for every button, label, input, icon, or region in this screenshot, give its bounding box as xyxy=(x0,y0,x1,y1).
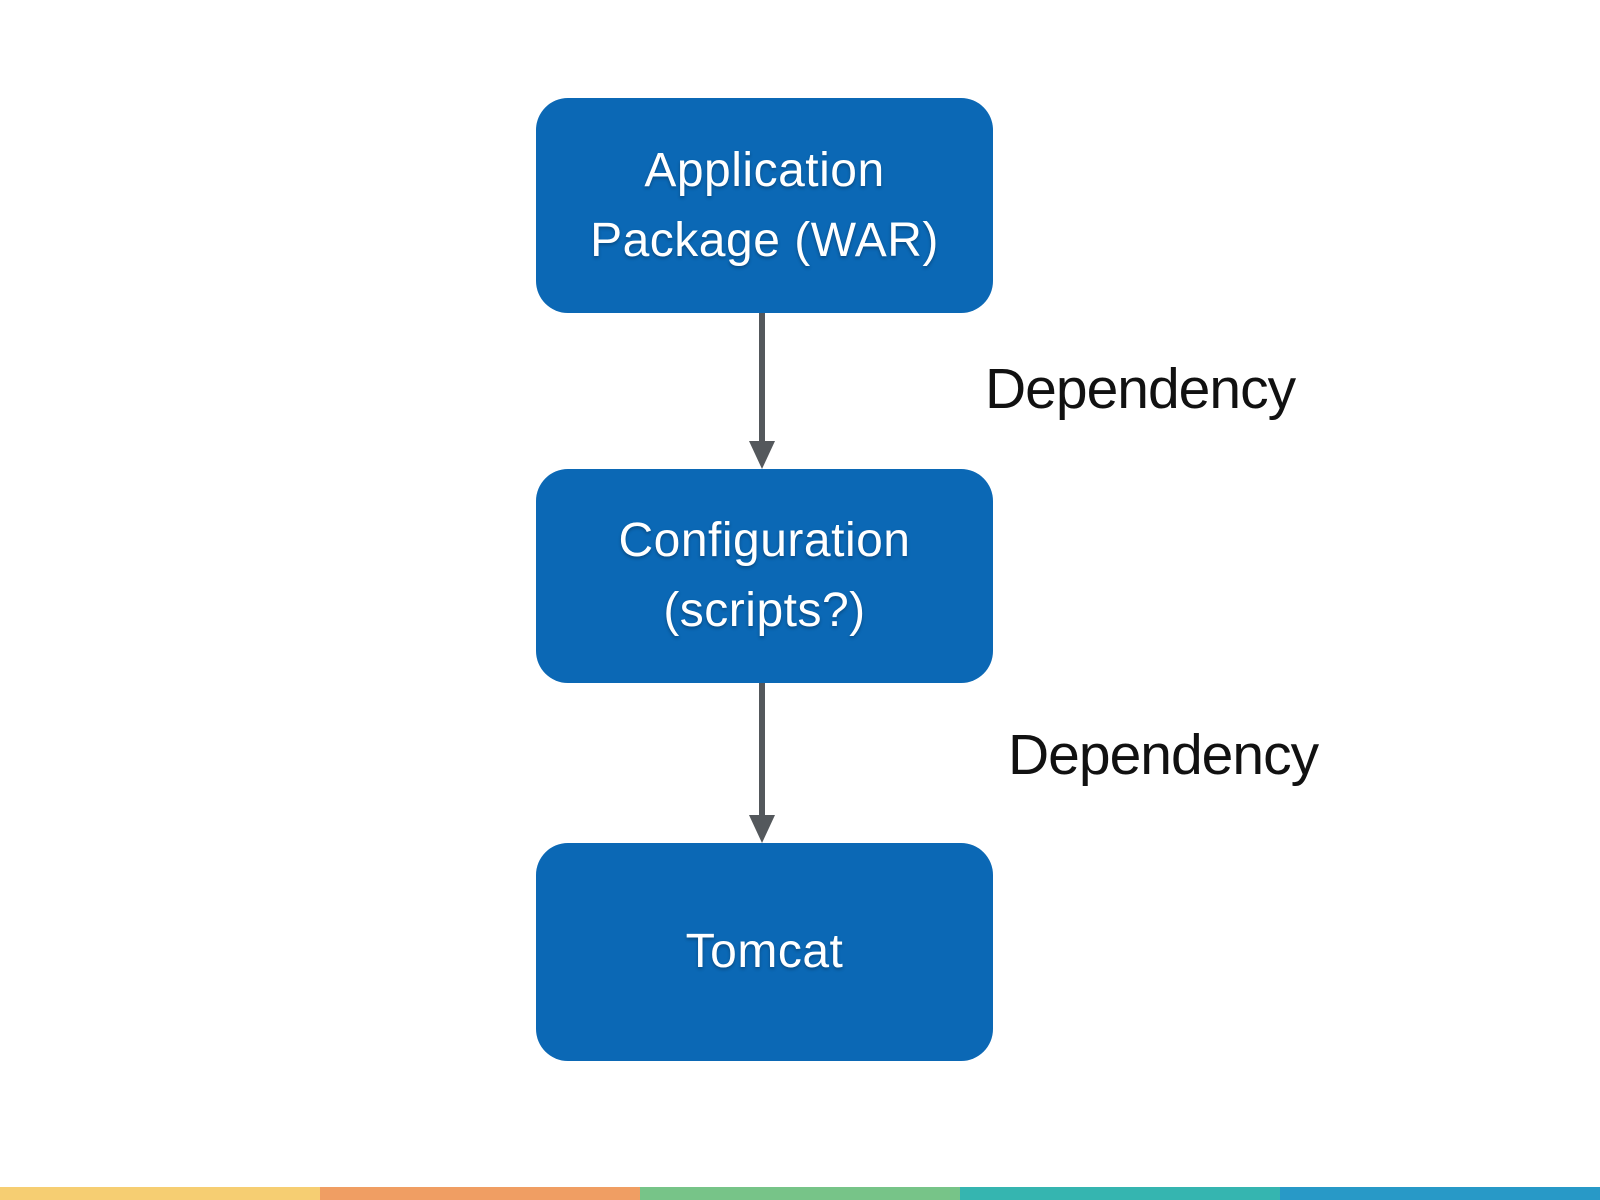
arrow-configuration-to-tomcat xyxy=(746,683,778,843)
node-label-line: Application xyxy=(644,143,885,197)
node-application-package: Application Package (WAR) xyxy=(536,98,993,313)
footer-stripe xyxy=(0,1187,1600,1200)
stripe-segment-yellow xyxy=(0,1187,320,1200)
node-label-line: Package (WAR) xyxy=(590,213,939,267)
arrow-head-icon xyxy=(749,441,775,469)
edge-label-dependency-2: Dependency xyxy=(1008,723,1319,787)
node-label-line: (scripts?) xyxy=(663,584,866,637)
arrow-head-icon xyxy=(749,815,775,843)
edge-label-dependency-1: Dependency xyxy=(985,357,1296,421)
node-configuration: Configuration (scripts?) xyxy=(536,469,993,683)
arrow-line xyxy=(759,313,765,441)
stripe-segment-teal xyxy=(960,1187,1280,1200)
node-label-line: Configuration xyxy=(618,514,911,567)
arrow-line xyxy=(759,683,765,815)
node-tomcat-label: Tomcat xyxy=(686,917,844,987)
node-application-package-label: Application Package (WAR) xyxy=(590,136,939,276)
stripe-segment-blue xyxy=(1280,1187,1600,1200)
arrow-war-to-configuration xyxy=(746,313,778,469)
stripe-segment-orange xyxy=(320,1187,640,1200)
node-label-line: Tomcat xyxy=(685,925,844,978)
node-tomcat: Tomcat xyxy=(536,843,993,1061)
stripe-segment-green xyxy=(640,1187,960,1200)
node-configuration-label: Configuration (scripts?) xyxy=(618,506,910,646)
